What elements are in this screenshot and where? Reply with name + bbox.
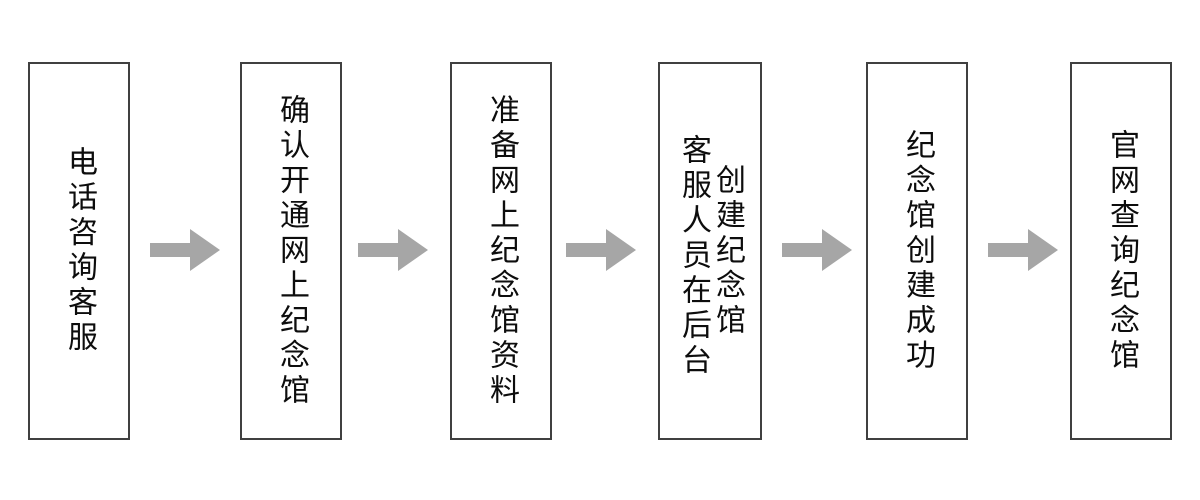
flow-node-5-label: 纪念馆创建成功: [900, 128, 935, 374]
flow-arrow-5: [988, 229, 1058, 271]
block-arrow-right-icon: [566, 229, 636, 271]
flow-node-3-label: 准备网上纪念馆资料: [484, 93, 519, 409]
block-arrow-right-icon: [150, 229, 220, 271]
flow-node-4-label-column-1: 客服人员在后台: [676, 134, 711, 379]
flow-node-3[interactable]: 准备网上纪念馆资料: [450, 62, 552, 440]
flow-arrow-1: [150, 229, 220, 271]
block-arrow-right-icon: [988, 229, 1058, 271]
flow-node-5[interactable]: 纪念馆创建成功: [866, 62, 968, 440]
block-arrow-right-icon: [358, 229, 428, 271]
flow-node-1[interactable]: 电话咨询客服: [28, 62, 130, 440]
flow-node-4-label-column-2: 创建纪念馆: [710, 163, 745, 339]
flow-arrow-3: [566, 229, 636, 271]
flow-node-6-label: 官网查询纪念馆: [1104, 128, 1139, 374]
block-arrow-right-icon: [782, 229, 852, 271]
flow-arrow-4: [782, 229, 852, 271]
flow-node-2[interactable]: 确认开通网上纪念馆: [240, 62, 342, 440]
flow-node-2-label: 确认开通网上纪念馆: [274, 93, 309, 409]
flow-arrow-2: [358, 229, 428, 271]
flow-node-1-label: 电话咨询客服: [62, 146, 97, 356]
flow-node-4[interactable]: 客服人员在后台 创建纪念馆: [658, 62, 762, 440]
flow-node-6[interactable]: 官网查询纪念馆: [1070, 62, 1172, 440]
